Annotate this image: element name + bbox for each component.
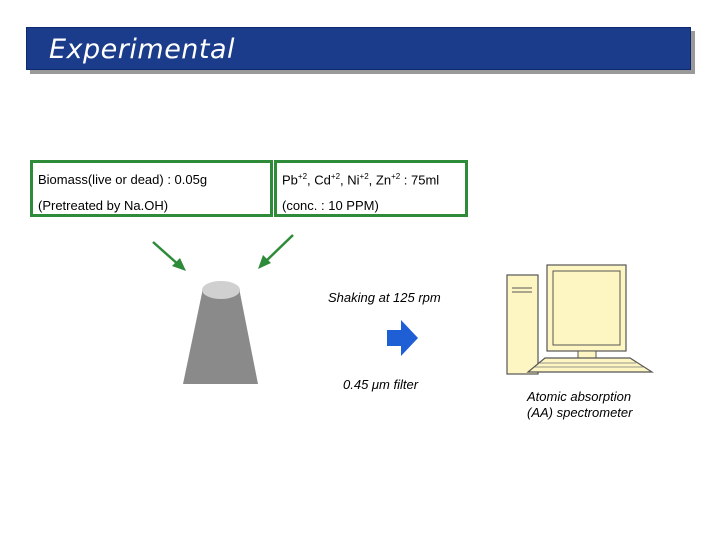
biomass-amount: Biomass(live or dead) : 0.05g: [38, 172, 208, 187]
instrument-label-line2: (AA) spectrometer: [527, 405, 633, 420]
biomass-box: Biomass(live or dead) : 0.05g (Pretreate…: [30, 160, 273, 217]
filter-word: filter: [389, 377, 419, 392]
metal-concentration: (conc. : 10 PPM): [282, 198, 379, 213]
zn-charge: +2: [391, 172, 401, 181]
arrow-metals-to-flask-icon: [258, 234, 294, 269]
shaking-label: Shaking at 125 rpm: [328, 290, 441, 305]
title-bar: Experimental: [26, 27, 691, 70]
pb-charge: +2: [297, 172, 308, 181]
process-arrow-icon: [387, 320, 418, 356]
ni-symbol: Ni: [347, 172, 360, 188]
arrow-biomass-to-flask-icon: [152, 241, 186, 271]
flask-icon: [183, 281, 258, 384]
instrument-label-line1: Atomic absorption: [527, 389, 632, 404]
cd-symbol: Cd: [314, 172, 331, 188]
filter-unit: μm: [371, 377, 390, 392]
biomass-pretreatment: (Pretreated by Na.OH): [38, 198, 169, 213]
pb-symbol: Pb: [282, 172, 298, 188]
ni-charge: +2: [359, 172, 369, 181]
page-title: Experimental: [49, 34, 236, 65]
metal-solution-box: Pb+2, Cd+2, Ni+2, Zn+2 : 75ml (conc. : 1…: [274, 160, 468, 217]
cd-charge: +2: [330, 172, 341, 181]
zn-symbol: Zn: [375, 172, 392, 188]
filter-size: 0.45: [343, 377, 372, 392]
metal-volume: : 75ml: [400, 172, 440, 188]
metal-ions: Pb+2, Cd+2, Ni+2, Zn+2 : 75ml: [282, 172, 440, 188]
computer-icon: [506, 264, 655, 375]
filter-label: 0.45 μm filter: [343, 377, 418, 392]
